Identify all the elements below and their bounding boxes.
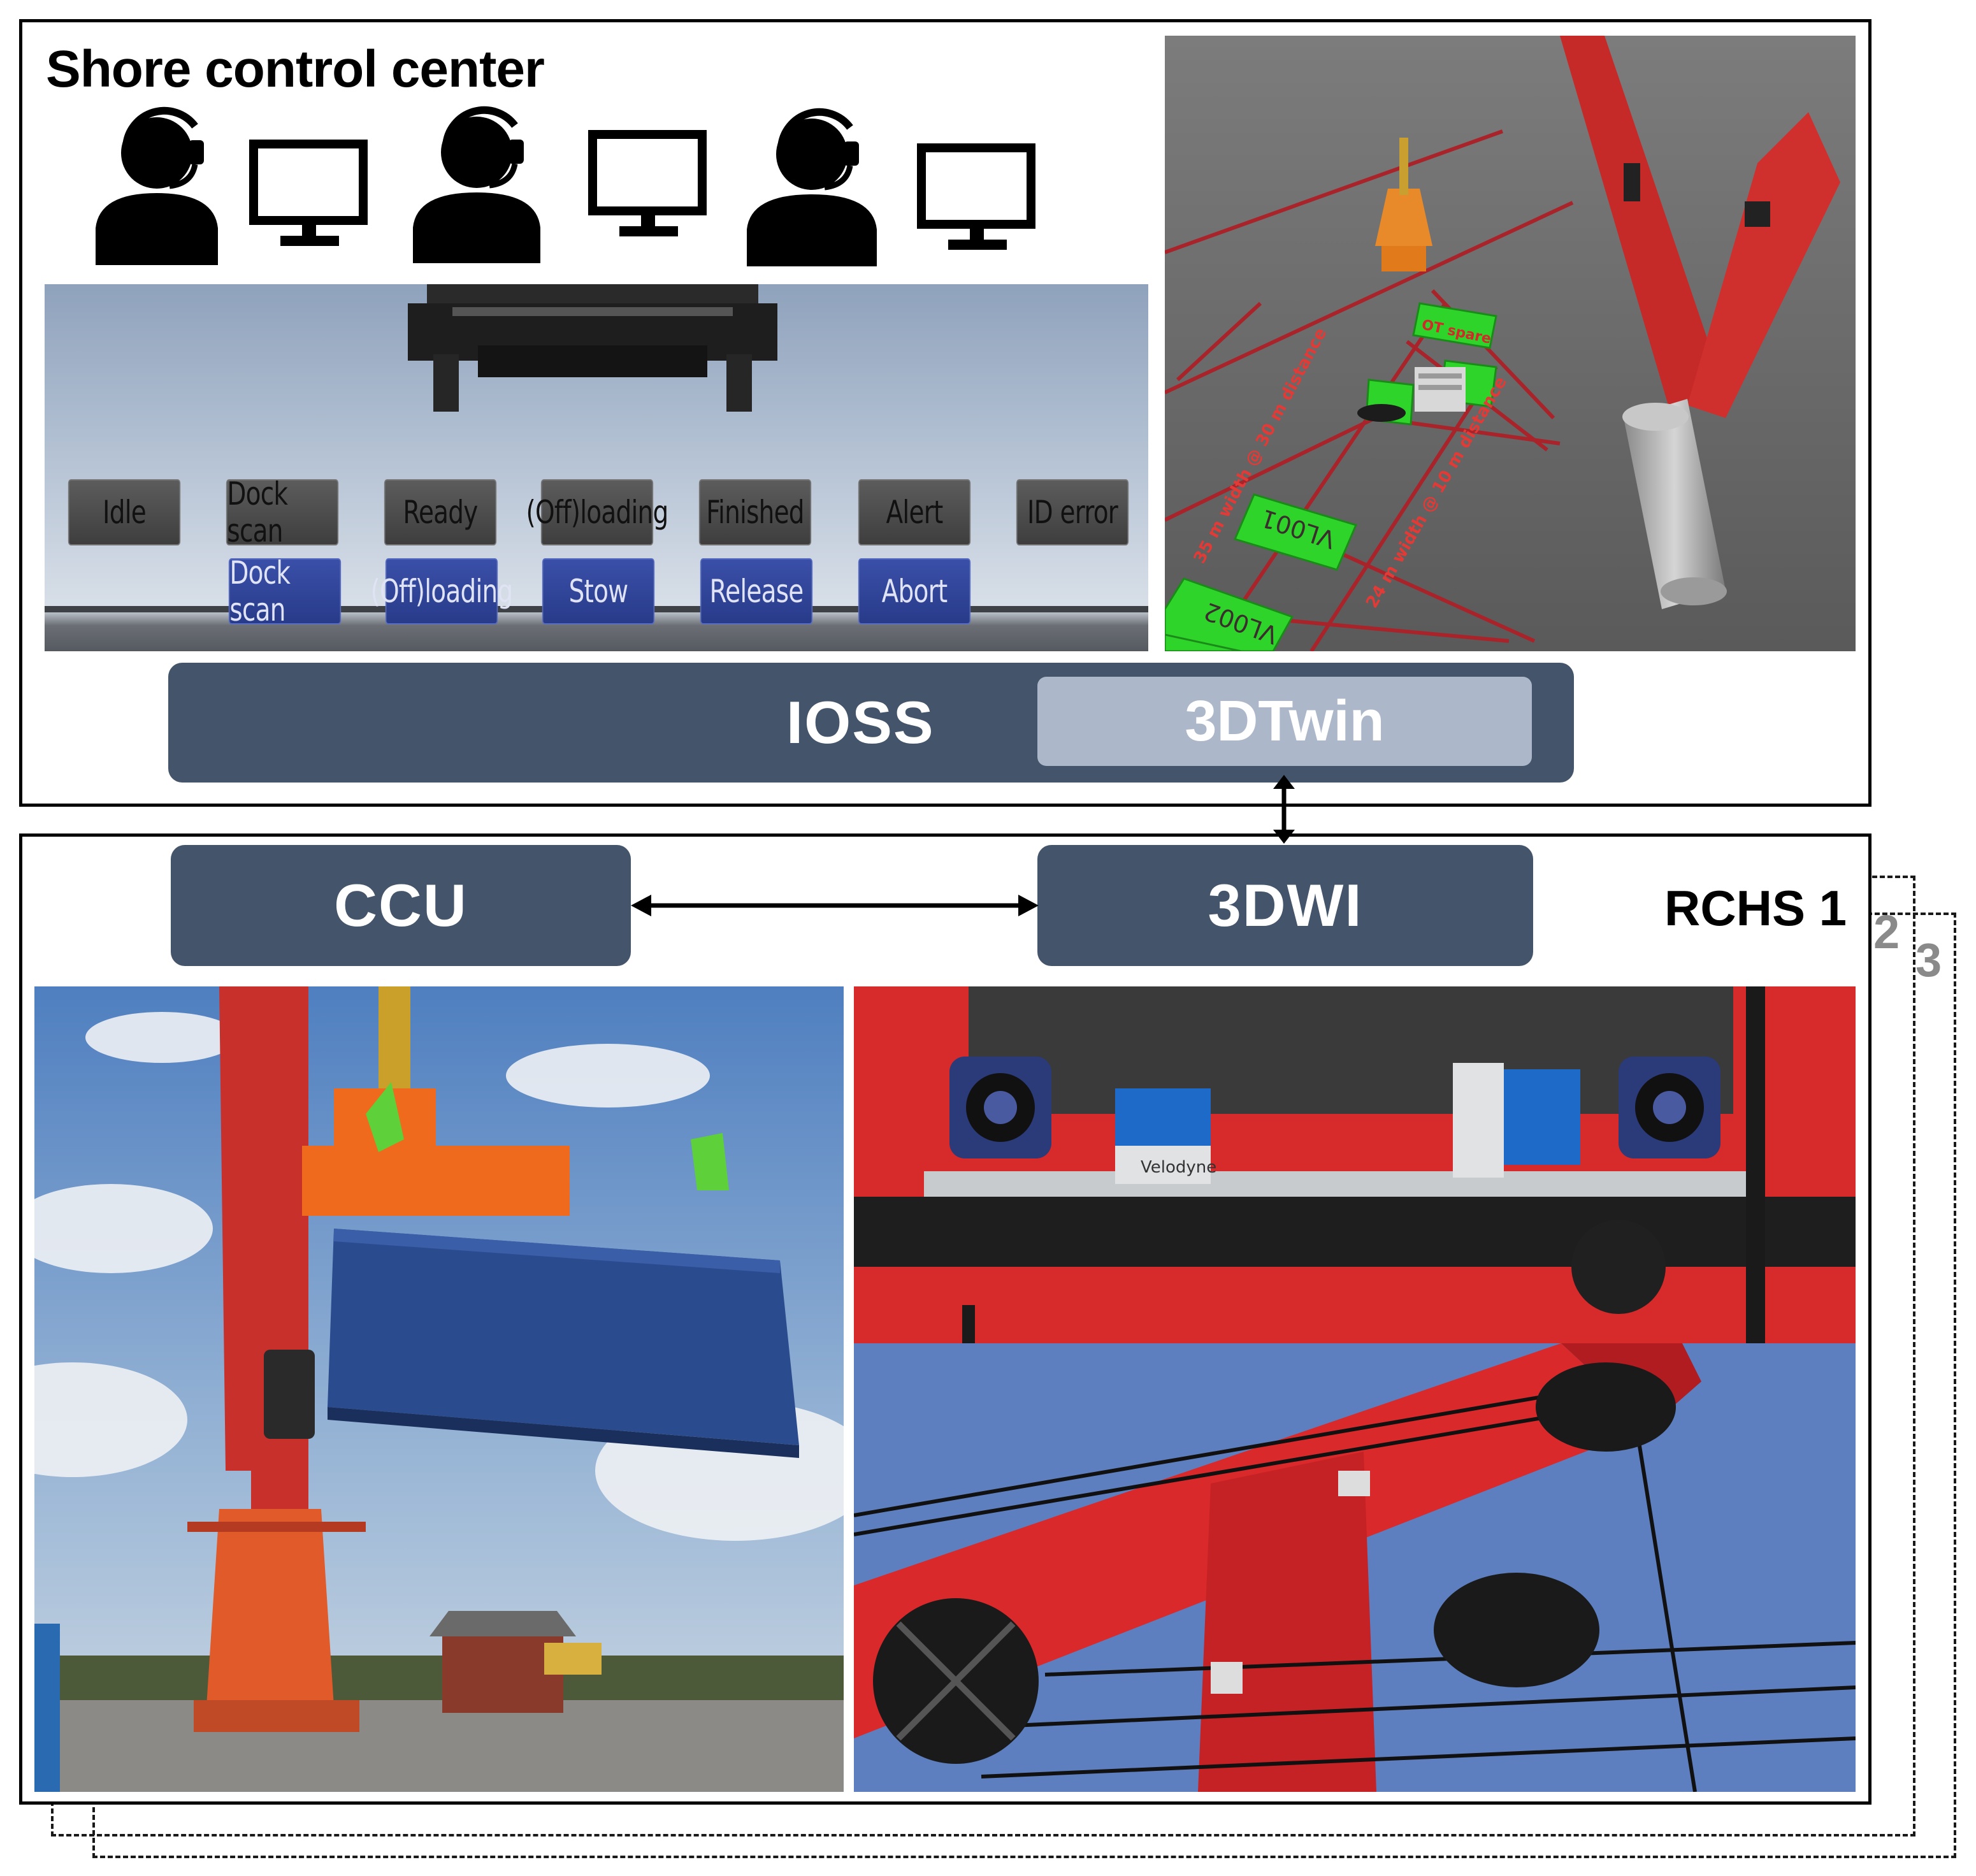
rchs-stack-2: 2 [1873, 906, 1900, 958]
operator-headset-icon [96, 106, 218, 265]
command-button[interactable]: Dock scan [228, 554, 342, 628]
status-button[interactable]: ID error [1016, 479, 1129, 545]
status-button[interactable]: Alert [858, 479, 971, 545]
crane-tower-graphic [187, 986, 366, 1732]
gnss-dome-icon [1571, 1220, 1666, 1314]
sensor-mount-icon [1338, 1471, 1370, 1496]
ccu-wi-arrow [631, 895, 1039, 916]
operator-group-1 [96, 106, 368, 265]
crane-model-graphic [1357, 138, 1466, 422]
3dwi-block[interactable]: 3DWI [1037, 845, 1533, 966]
twin-view-panel: VL001 VL002 35 m width @ 30 m distance 2… [1165, 36, 1856, 651]
monitor-icon [917, 143, 1035, 250]
rchs-label: RCHS 1 [1664, 880, 1847, 936]
twin-scene: VL001 VL002 35 m width @ 30 m distance 2… [1165, 36, 1856, 651]
operator-group-2 [413, 106, 707, 263]
boom-photo [854, 1343, 1856, 1792]
camera-right-icon [1619, 1057, 1720, 1158]
safety-zone-lines [1165, 129, 1574, 651]
twin-wi-arrow [1273, 775, 1295, 844]
status-button[interactable]: Finished [698, 479, 812, 545]
lidar-right-icon [1453, 1063, 1580, 1178]
3dwi-label: 3DWI [1208, 872, 1363, 939]
status-button[interactable]: Ready [384, 479, 497, 545]
lidar-left-icon: Velodyne [1115, 1088, 1216, 1184]
hut-graphic [429, 1611, 602, 1713]
status-button[interactable]: Dock scan [226, 475, 339, 549]
ccu-label: CCU [334, 872, 468, 939]
crane-photo [34, 986, 844, 1792]
operator-headset-icon [413, 106, 540, 263]
cable-reel-icon [873, 1598, 1039, 1764]
ccu-block[interactable]: CCU [171, 845, 631, 966]
velodyne-label: Velodyne [1141, 1158, 1216, 1177]
sensor-photo: Velodyne [854, 986, 1856, 1343]
command-button[interactable]: Abort [858, 558, 971, 624]
3dtwin-block[interactable]: 3DTwin [1037, 677, 1532, 766]
command-button[interactable]: (Off)loading [371, 558, 513, 624]
container-graphic [302, 986, 799, 1458]
operator-group-3 [747, 108, 1035, 266]
ioss-label: IOSS [786, 689, 935, 756]
command-button[interactable]: Release [700, 558, 813, 624]
camera-left-icon [949, 1057, 1051, 1158]
monitor-icon [249, 140, 368, 246]
monitor-icon [588, 130, 707, 236]
command-button[interactable]: Stow [542, 558, 655, 624]
crane-boom-graphic [1560, 36, 1840, 609]
status-button[interactable]: (Off)loading [526, 479, 668, 545]
rchs-stack-3: 3 [1915, 934, 1942, 986]
status-button[interactable]: Idle [68, 479, 181, 545]
operator-headset-icon [747, 108, 877, 266]
shore-title: Shore control center [46, 40, 545, 98]
